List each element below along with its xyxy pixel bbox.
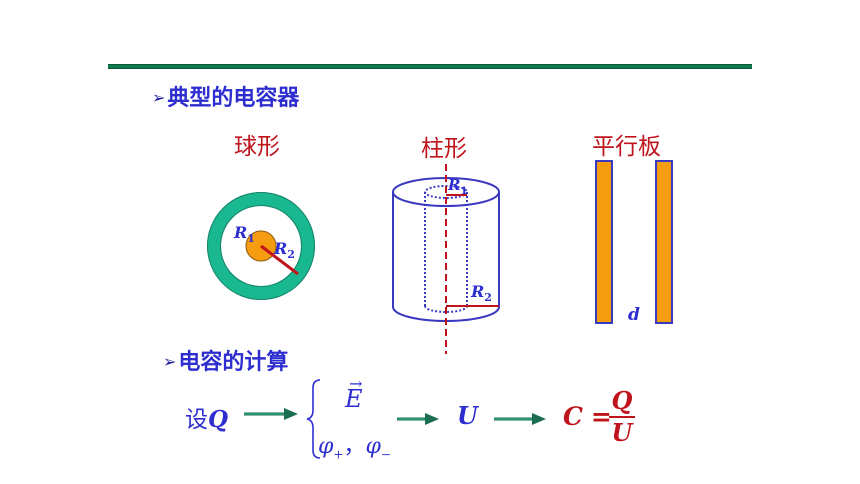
- section-heading-calculation-text: 电容的计算: [178, 350, 289, 375]
- label-spherical: 球形: [234, 134, 280, 160]
- bullet-arrow-icon: ➢: [152, 88, 166, 107]
- sphere-r2-label: R2: [273, 239, 295, 261]
- formula-phi-plus: φ: [318, 434, 334, 459]
- formula-numerator: Q: [611, 386, 633, 415]
- formula-potentials: φ+，φ−: [318, 428, 391, 461]
- section-heading-calculation: ➢电容的计算: [163, 344, 288, 376]
- formula-fraction: Q U: [608, 386, 636, 448]
- formula-equals: =: [590, 402, 612, 431]
- formula-denominator: U: [611, 418, 633, 447]
- left-plate: [595, 160, 613, 324]
- label-parallel-plate: 平行板: [592, 134, 661, 160]
- formula-phi-minus-sub: −: [380, 447, 391, 462]
- arrow-right-icon: [244, 408, 298, 420]
- bullet-arrow-icon: ➢: [163, 352, 177, 371]
- header-rule: [108, 64, 752, 69]
- formula-capacitance: C =: [563, 402, 612, 431]
- formula-phi-plus-sub: +: [333, 447, 344, 462]
- formula-e-symbol: →E: [345, 374, 363, 413]
- formula-e-field: →E: [345, 374, 363, 413]
- formula-set-q: 设Q: [185, 400, 228, 434]
- formula-set-prefix: 设: [185, 407, 208, 433]
- vector-arrow-icon: →: [349, 374, 363, 393]
- inner-shell-edge: [220, 205, 302, 287]
- arrow-right-icon: [397, 413, 439, 425]
- spherical-capacitor-diagram: R1 R2: [207, 192, 315, 300]
- formula-e: E: [345, 385, 363, 413]
- plate-distance-label: d: [628, 305, 640, 325]
- fraction-bar: [609, 416, 635, 418]
- cylinder-r1-label: R1: [447, 176, 467, 197]
- sphere-r1-label: R1: [233, 223, 255, 245]
- section-heading-typical-text: 典型的电容器: [167, 86, 300, 111]
- parallel-plate-diagram: d: [595, 160, 673, 325]
- radius-line: [260, 244, 299, 276]
- formula-u: U: [457, 401, 478, 430]
- section-heading-typical: ➢典型的电容器: [152, 80, 299, 112]
- arrow-right-icon: [494, 413, 546, 425]
- left-brace-icon: [306, 379, 321, 459]
- label-cylindrical: 柱形: [421, 136, 467, 162]
- outer-shell-ring: [207, 192, 315, 300]
- formula-q: Q: [208, 406, 229, 433]
- formula-comma: ，: [343, 434, 366, 459]
- cylinder-r2-label: R2: [470, 282, 492, 304]
- right-plate: [655, 160, 673, 324]
- formula-phi-minus: φ: [365, 434, 381, 459]
- outer-shell-edge: [207, 192, 315, 300]
- formula-c: C: [563, 402, 583, 431]
- cylindrical-capacitor-diagram: R1 R2: [392, 164, 500, 354]
